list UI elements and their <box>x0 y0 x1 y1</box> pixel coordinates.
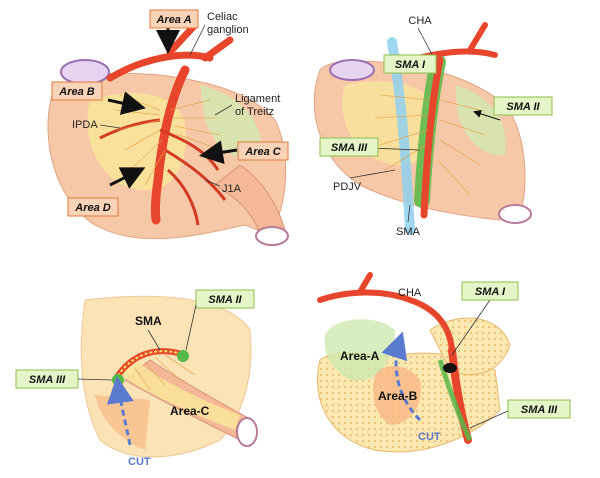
tr-sma-artery <box>420 56 444 219</box>
panel-bottom-right: CHA SMA I SMA III Area-A Area-B CUT <box>316 272 571 453</box>
duodenum-lumen <box>60 59 110 85</box>
area-d-label-box <box>67 197 119 217</box>
panel-bottom-left: SMA SMA II SMA III Area-C CUT <box>15 289 258 468</box>
tr-sma-label: SMA <box>396 226 421 238</box>
br-vessel-lumen <box>443 363 457 373</box>
area-c-arrow <box>199 140 238 165</box>
br-area-b-label: Area-B <box>378 389 418 403</box>
area-d-arrow <box>109 167 146 189</box>
area-b-label: Area B <box>58 86 95 98</box>
bl-cut-label: CUT <box>128 456 151 468</box>
bl-cut-line <box>107 376 134 446</box>
j1a-label: J1A <box>222 183 242 195</box>
br-sma-i-label-box <box>461 281 519 301</box>
area-c-label-box <box>237 141 289 161</box>
bl-sma-ii-label: SMA II <box>208 294 242 306</box>
bl-sma-iii-node <box>112 374 124 386</box>
bl-yellow-region <box>120 360 240 430</box>
bl-sma-iii-label: SMA III <box>29 374 66 386</box>
br-sma-iii-label: SMA III <box>521 404 558 416</box>
ligament-label-line2: of Treitz <box>235 106 274 118</box>
celiac-label-line2: ganglion <box>207 24 249 36</box>
tr-sma-iii-label: SMA III <box>331 142 368 154</box>
nerve-fibers-bl <box>134 354 196 391</box>
area-c-label: Area C <box>244 146 282 158</box>
bl-nerve-arc <box>114 350 186 381</box>
bl-jejunum-lumen <box>236 417 258 447</box>
tr-jejunum-lumen <box>498 204 532 224</box>
sma-ii-label-box <box>493 96 553 116</box>
br-area-a-label: Area-A <box>340 349 380 363</box>
area-b-label-box <box>51 81 103 101</box>
br-cut-line <box>381 331 422 422</box>
bl-sma-ii-node <box>177 350 189 362</box>
j1a-branches <box>159 128 227 226</box>
sma-trunk-artery <box>150 65 190 225</box>
area-d-label: Area D <box>74 202 111 214</box>
br-cha-label: CHA <box>398 287 422 299</box>
bl-orange-fan <box>95 395 150 450</box>
tr-sma-i-label: SMA I <box>395 59 426 71</box>
bl-sma-label: SMA <box>135 314 162 328</box>
ligament-label-line1: Ligament <box>235 93 280 105</box>
ipda-branch <box>99 118 161 140</box>
nerve-fibers-tr <box>374 94 486 196</box>
tr-sma-ii-label: SMA II <box>506 101 540 113</box>
bl-area-c-label: Area-C <box>170 404 210 418</box>
pdjv-label: PDJV <box>333 181 362 193</box>
panel-top-right: CHA SMA I SMA II SMA III PDJV SMA <box>313 15 553 238</box>
ipda-label: IPDA <box>72 119 98 131</box>
jejunum-lumen <box>255 226 289 246</box>
bl-sma-ii-label-box <box>195 289 255 309</box>
sma-iii-label-box <box>319 137 379 157</box>
br-green-area-a <box>324 319 395 381</box>
panel-top-left: Area A Area B Area C Area D Celiac gangl… <box>47 9 289 246</box>
br-nerve-sheath <box>437 359 473 442</box>
tr-arrow-right <box>473 110 501 121</box>
area-a-label-box <box>149 9 199 29</box>
area-a-label: Area A <box>155 14 191 26</box>
tr-cha-label: CHA <box>408 15 432 27</box>
br-artery-celiac <box>317 272 455 353</box>
tr-green-region <box>455 85 506 156</box>
br-cut-label: CUT <box>418 431 441 443</box>
br-orange-area-b <box>373 365 421 425</box>
area-b-arrow <box>107 91 146 115</box>
br-sma-i-label: SMA I <box>475 286 506 298</box>
tr-duodenum-lumen <box>329 59 375 81</box>
br-sma-iii-label-box <box>507 399 571 419</box>
celiac-label-line1: Celiac <box>207 11 238 23</box>
sma-i-label-box <box>383 54 437 74</box>
